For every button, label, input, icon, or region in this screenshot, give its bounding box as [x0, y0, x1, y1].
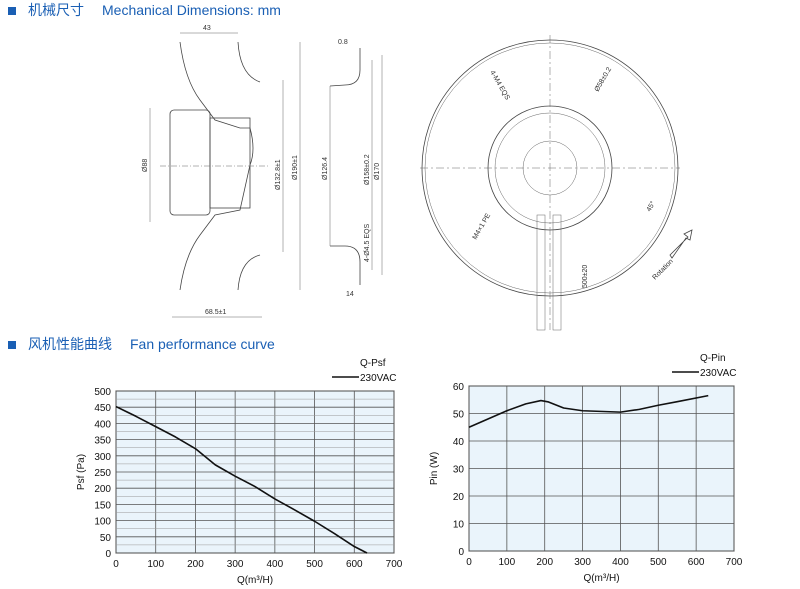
- y-axis-label: Psf (Pa): [76, 454, 87, 490]
- dim-holes: 4-Ø4.5 EQS: [364, 224, 371, 262]
- heading-en: Mechanical Dimensions: mm: [102, 2, 281, 18]
- bullet-icon: [8, 7, 16, 16]
- x-tick-label: 200: [536, 557, 553, 568]
- x-tick-label: 600: [688, 557, 705, 568]
- heading-cn: 机械尺寸: [28, 2, 84, 18]
- dim-190: Ø190±1: [292, 155, 299, 180]
- dim-132: Ø132.8±1: [275, 159, 282, 190]
- bullet-icon: [8, 341, 16, 350]
- y-tick-label: 400: [94, 419, 111, 430]
- series-line: [115, 405, 368, 554]
- heading-en: Fan performance curve: [130, 336, 275, 352]
- x-tick-label: 300: [574, 557, 591, 568]
- dim-14: 14: [346, 291, 354, 298]
- x-tick-label: 400: [267, 559, 284, 570]
- legend-title: Q-Pin: [700, 353, 726, 364]
- y-tick-label: 0: [105, 549, 111, 560]
- x-tick-label: 100: [499, 557, 516, 568]
- x-tick-label: 300: [227, 559, 244, 570]
- dim-170: Ø170: [374, 163, 381, 180]
- y-tick-label: 60: [453, 382, 465, 393]
- y-tick-label: 30: [453, 465, 465, 476]
- x-tick-label: 700: [726, 557, 743, 568]
- y-tick-label: 20: [453, 492, 465, 503]
- x-axis-label: Q(m³/H): [583, 573, 619, 584]
- y-tick-label: 450: [94, 403, 111, 414]
- x-tick-label: 400: [612, 557, 629, 568]
- legend-label: 230VAC: [700, 368, 737, 379]
- rotation-arrow-icon: [669, 229, 693, 259]
- x-axis-label: Q(m³/H): [237, 575, 273, 586]
- y-tick-label: 300: [94, 452, 111, 463]
- x-tick-label: 500: [306, 559, 323, 570]
- heading-cn: 风机性能曲线: [28, 336, 112, 352]
- y-tick-label: 250: [94, 468, 111, 479]
- dim-158: Ø158±0.2: [364, 154, 371, 185]
- x-tick-label: 700: [386, 559, 403, 570]
- y-tick-label: 500: [94, 387, 111, 398]
- y-tick-label: 50: [453, 410, 465, 421]
- dim-126: Ø126.4: [322, 157, 329, 180]
- x-tick-label: 200: [187, 559, 204, 570]
- y-tick-label: 100: [94, 517, 111, 528]
- dim-43: 43: [203, 25, 211, 32]
- legend-label: 230VAC: [360, 373, 397, 384]
- x-tick-label: 500: [650, 557, 667, 568]
- x-tick-label: 100: [147, 559, 164, 570]
- x-tick-label: 0: [466, 557, 472, 568]
- y-tick-label: 150: [94, 500, 111, 511]
- dim-cable: 500±20: [582, 265, 589, 288]
- mechanical-dimensions-heading: 机械尺寸 Mechanical Dimensions: mm: [8, 0, 281, 20]
- y-tick-label: 50: [100, 533, 112, 544]
- x-tick-label: 0: [113, 559, 119, 570]
- dim-0-8: 0.8: [338, 39, 348, 46]
- fan-performance-heading: 风机性能曲线 Fan performance curve: [8, 334, 275, 354]
- dim-88: Ø88: [142, 159, 149, 172]
- x-tick-label: 600: [346, 559, 363, 570]
- inlet-ring-view: 0.8 Ø126.4 Ø158±0.2 Ø170 4-Ø4.5 EQS 14: [322, 39, 383, 298]
- legend-title: Q-Psf: [360, 358, 386, 369]
- y-tick-label: 350: [94, 436, 111, 447]
- y-tick-label: 40: [453, 437, 465, 448]
- y-axis-label: Pin (W): [429, 452, 440, 485]
- dim-68-5: 68.5±1: [205, 309, 226, 316]
- y-tick-label: 200: [94, 484, 111, 495]
- y-tick-label: 0: [458, 547, 464, 558]
- side-view: 43 Ø88 Ø132.8±1 Ø190±1 68.5±1: [142, 25, 301, 318]
- y-tick-label: 10: [453, 520, 465, 531]
- series-line: [468, 394, 709, 428]
